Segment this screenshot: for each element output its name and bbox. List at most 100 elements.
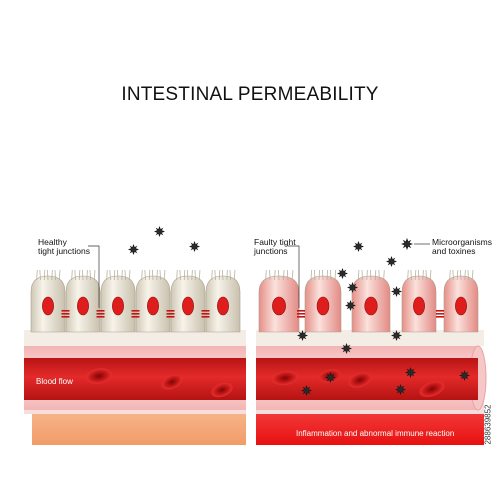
microvillus — [383, 269, 385, 281]
microbe-icon — [353, 241, 364, 252]
microvillus — [366, 269, 368, 281]
microvillus — [121, 269, 123, 281]
cell-nucleus — [112, 296, 124, 316]
vessel-lumen — [24, 358, 246, 400]
leaky-panel: Inflammation and abnormal immune reactio… — [256, 330, 487, 445]
microvillus — [278, 269, 280, 281]
microvillus — [229, 269, 231, 281]
microvillus — [159, 269, 161, 281]
microbe-icon — [337, 268, 348, 279]
microvillus — [152, 269, 154, 281]
microvillus — [124, 269, 126, 281]
microvillus — [214, 269, 216, 281]
microbe-icon — [128, 244, 139, 255]
microvillus — [89, 269, 91, 281]
cell-nucleus — [147, 296, 159, 316]
microvillus — [71, 269, 73, 281]
microvillus — [471, 269, 474, 281]
cell-nucleus — [316, 296, 330, 316]
microvillus — [449, 269, 451, 281]
microvillus — [78, 269, 81, 281]
healthy-tissue — [32, 412, 246, 445]
microvillus — [407, 269, 409, 281]
tight-junction — [96, 310, 105, 318]
microvillus — [106, 269, 108, 281]
microvillus — [74, 269, 76, 281]
microvillus — [460, 269, 462, 281]
microvillus — [378, 269, 380, 281]
red-blood-cell — [272, 370, 298, 386]
microvillus — [54, 269, 56, 281]
microvillus — [39, 269, 41, 281]
microvillus — [233, 269, 236, 281]
microvillus — [183, 269, 186, 281]
microvillus — [179, 269, 181, 281]
inflammation-label: Inflammation and abnormal immune reactio… — [296, 429, 454, 438]
microvillus — [318, 269, 320, 281]
microvillus — [414, 269, 417, 281]
microvillus — [361, 269, 363, 281]
epithelial-cell — [258, 269, 300, 333]
microvillus — [148, 269, 151, 281]
microvillus — [187, 269, 189, 281]
cell-nucleus — [77, 296, 89, 316]
epithelial-cell — [30, 269, 66, 333]
microvillus — [109, 269, 111, 281]
microvillus — [191, 269, 193, 281]
microvillus — [410, 269, 412, 281]
microvillus — [374, 269, 377, 281]
microvillus — [128, 269, 131, 281]
microvillus — [86, 269, 88, 281]
microvillus — [222, 269, 224, 281]
microbe-icon — [154, 226, 165, 237]
microvillus — [47, 269, 49, 281]
microvillus — [144, 269, 146, 281]
microvillus — [274, 269, 276, 281]
cell-nucleus — [42, 296, 54, 316]
healthy-cells — [30, 269, 241, 333]
microvillus — [93, 269, 96, 281]
faulty-junctions-label: Faulty tight junctions — [254, 237, 296, 256]
microvillus — [467, 269, 469, 281]
microvillus — [82, 269, 84, 281]
cell-nucleus — [272, 296, 286, 316]
cell-nucleus — [455, 296, 467, 316]
microvillus — [464, 269, 466, 281]
microvillus — [330, 269, 332, 281]
microvillus — [36, 269, 38, 281]
basement-membrane — [256, 330, 484, 346]
microvillus — [357, 269, 360, 281]
epithelial-cell — [170, 269, 206, 333]
epithelial-cell — [401, 269, 437, 333]
inflamed-tissue — [256, 412, 484, 445]
microvillus — [269, 269, 271, 281]
damaged-cells — [258, 269, 479, 333]
microvillus — [456, 269, 459, 281]
red-blood-cell — [211, 382, 233, 398]
blood-flow-label: Blood flow — [36, 377, 73, 386]
microvillus — [43, 269, 46, 281]
diagram-title: INTESTINAL PERMEABILITY — [121, 84, 379, 105]
microvillus — [218, 269, 221, 281]
microbe-icon — [391, 286, 402, 297]
leader-healthy — [88, 245, 100, 308]
microvillus — [226, 269, 228, 281]
microbe-icon — [386, 256, 397, 267]
microvillus — [265, 269, 267, 281]
microvillus — [418, 269, 420, 281]
microorganisms-label: Microorganisms and toxines — [432, 237, 492, 256]
microvillus — [211, 269, 213, 281]
microvillus — [326, 269, 328, 281]
epithelial-cell — [443, 269, 479, 333]
microvillus — [141, 269, 143, 281]
microvillus — [283, 269, 285, 281]
tight-junction — [297, 310, 305, 318]
epithelial-cell — [100, 269, 136, 333]
microvillus — [314, 269, 316, 281]
stock-id: 288639852 — [483, 404, 493, 445]
tight-junction — [61, 310, 70, 318]
red-blood-cell — [86, 368, 112, 384]
epithelial-cell — [135, 269, 171, 333]
stock-id-strip: 288639852 — [483, 360, 497, 500]
microvillus — [156, 269, 158, 281]
